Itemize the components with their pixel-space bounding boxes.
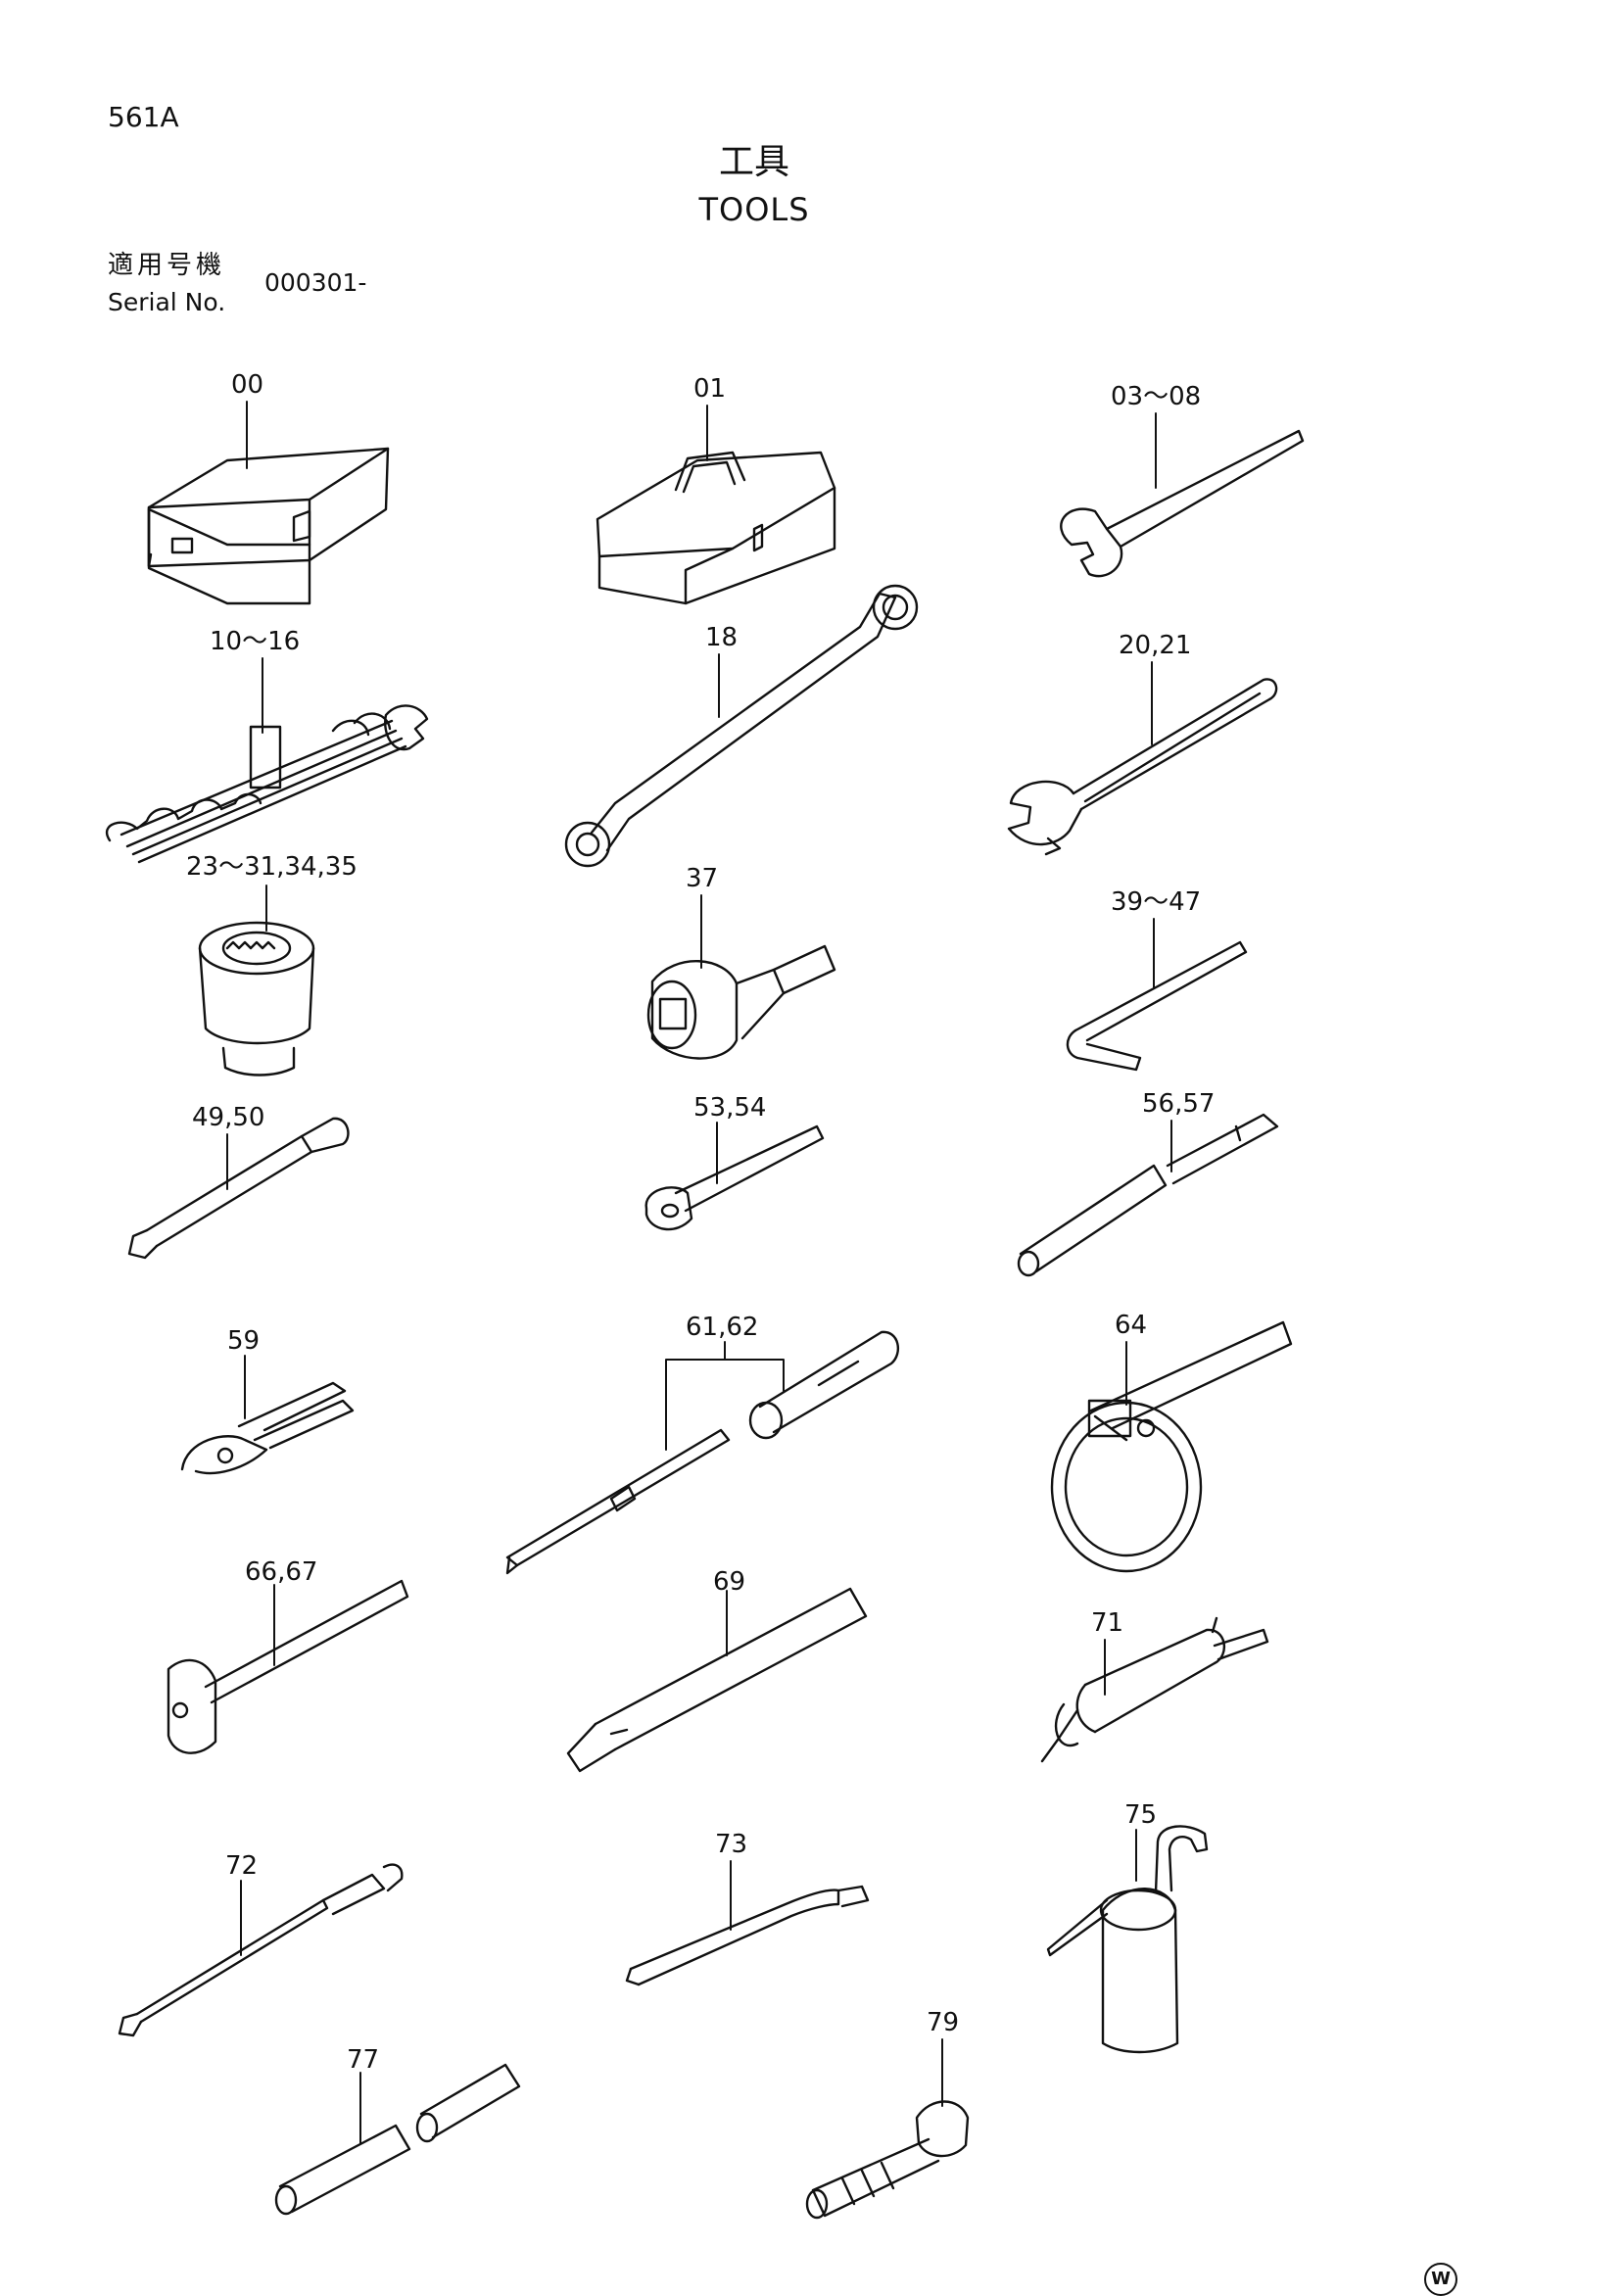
nozzle-pipe-icon bbox=[625, 1860, 870, 1986]
part-label: 73 bbox=[715, 1830, 748, 1859]
part-label: 56,57 bbox=[1142, 1089, 1216, 1119]
tool-box-icon bbox=[147, 401, 390, 605]
part-label: 71 bbox=[1091, 1608, 1124, 1638]
part-label: 69 bbox=[713, 1567, 746, 1597]
screwdriver-icon bbox=[505, 1330, 900, 1575]
page-title-en: TOOLS bbox=[698, 191, 810, 228]
page-title-jp: 工具 bbox=[718, 142, 789, 182]
serial-label-en: Serial No. bbox=[108, 288, 226, 316]
part-label: 53,54 bbox=[693, 1093, 767, 1123]
serial-value: 000301- bbox=[264, 268, 367, 297]
part-label: 64 bbox=[1115, 1311, 1148, 1340]
hex-key-icon bbox=[1066, 918, 1248, 1072]
extension-bar-icon bbox=[127, 1117, 350, 1260]
open-wrench-icon bbox=[1060, 412, 1305, 578]
pliers-icon bbox=[180, 1355, 355, 1475]
wrench-set-icon bbox=[106, 657, 429, 864]
part-label: 37 bbox=[686, 864, 719, 893]
page-code: 561A bbox=[108, 101, 179, 133]
spanner-icon bbox=[1007, 661, 1278, 856]
part-label: 39～47 bbox=[1111, 887, 1202, 917]
part-label: 75 bbox=[1124, 1800, 1158, 1830]
part-label: 20,21 bbox=[1119, 631, 1192, 660]
bolt-icon bbox=[805, 2038, 970, 2220]
part-label: 01 bbox=[693, 374, 727, 404]
serial-label-jp: 適用号機 bbox=[108, 251, 226, 280]
part-label: 77 bbox=[347, 2045, 380, 2075]
part-label: 10～16 bbox=[210, 627, 301, 656]
filter-wrench-icon bbox=[1050, 1320, 1293, 1573]
oil-can-icon bbox=[1046, 1825, 1209, 2054]
part-label: 79 bbox=[927, 2008, 960, 2037]
tool-box-handle-icon bbox=[596, 405, 836, 605]
socket-icon bbox=[198, 885, 315, 1076]
grease-gun-icon bbox=[1040, 1616, 1269, 1763]
part-label: 03～08 bbox=[1111, 382, 1202, 411]
handle-icon bbox=[644, 1122, 825, 1231]
hammer-icon bbox=[167, 1579, 409, 1754]
part-label: 18 bbox=[705, 623, 739, 652]
part-label: 00 bbox=[231, 370, 264, 400]
offset-ring-wrench-icon bbox=[564, 584, 919, 868]
part-label: 23～31,34,35 bbox=[186, 852, 358, 882]
part-label: 61,62 bbox=[686, 1313, 759, 1342]
grease-hose-icon bbox=[118, 1863, 404, 2037]
chisel-icon bbox=[566, 1587, 868, 1773]
pipe-bar-icon bbox=[1017, 1113, 1279, 1277]
adapter-socket-icon bbox=[646, 894, 836, 1060]
part-label: 49,50 bbox=[192, 1103, 265, 1132]
part-label: 66,67 bbox=[245, 1557, 318, 1587]
part-label: 72 bbox=[225, 1851, 259, 1881]
pipe-icon bbox=[274, 2063, 521, 2216]
part-label: 59 bbox=[227, 1326, 261, 1356]
